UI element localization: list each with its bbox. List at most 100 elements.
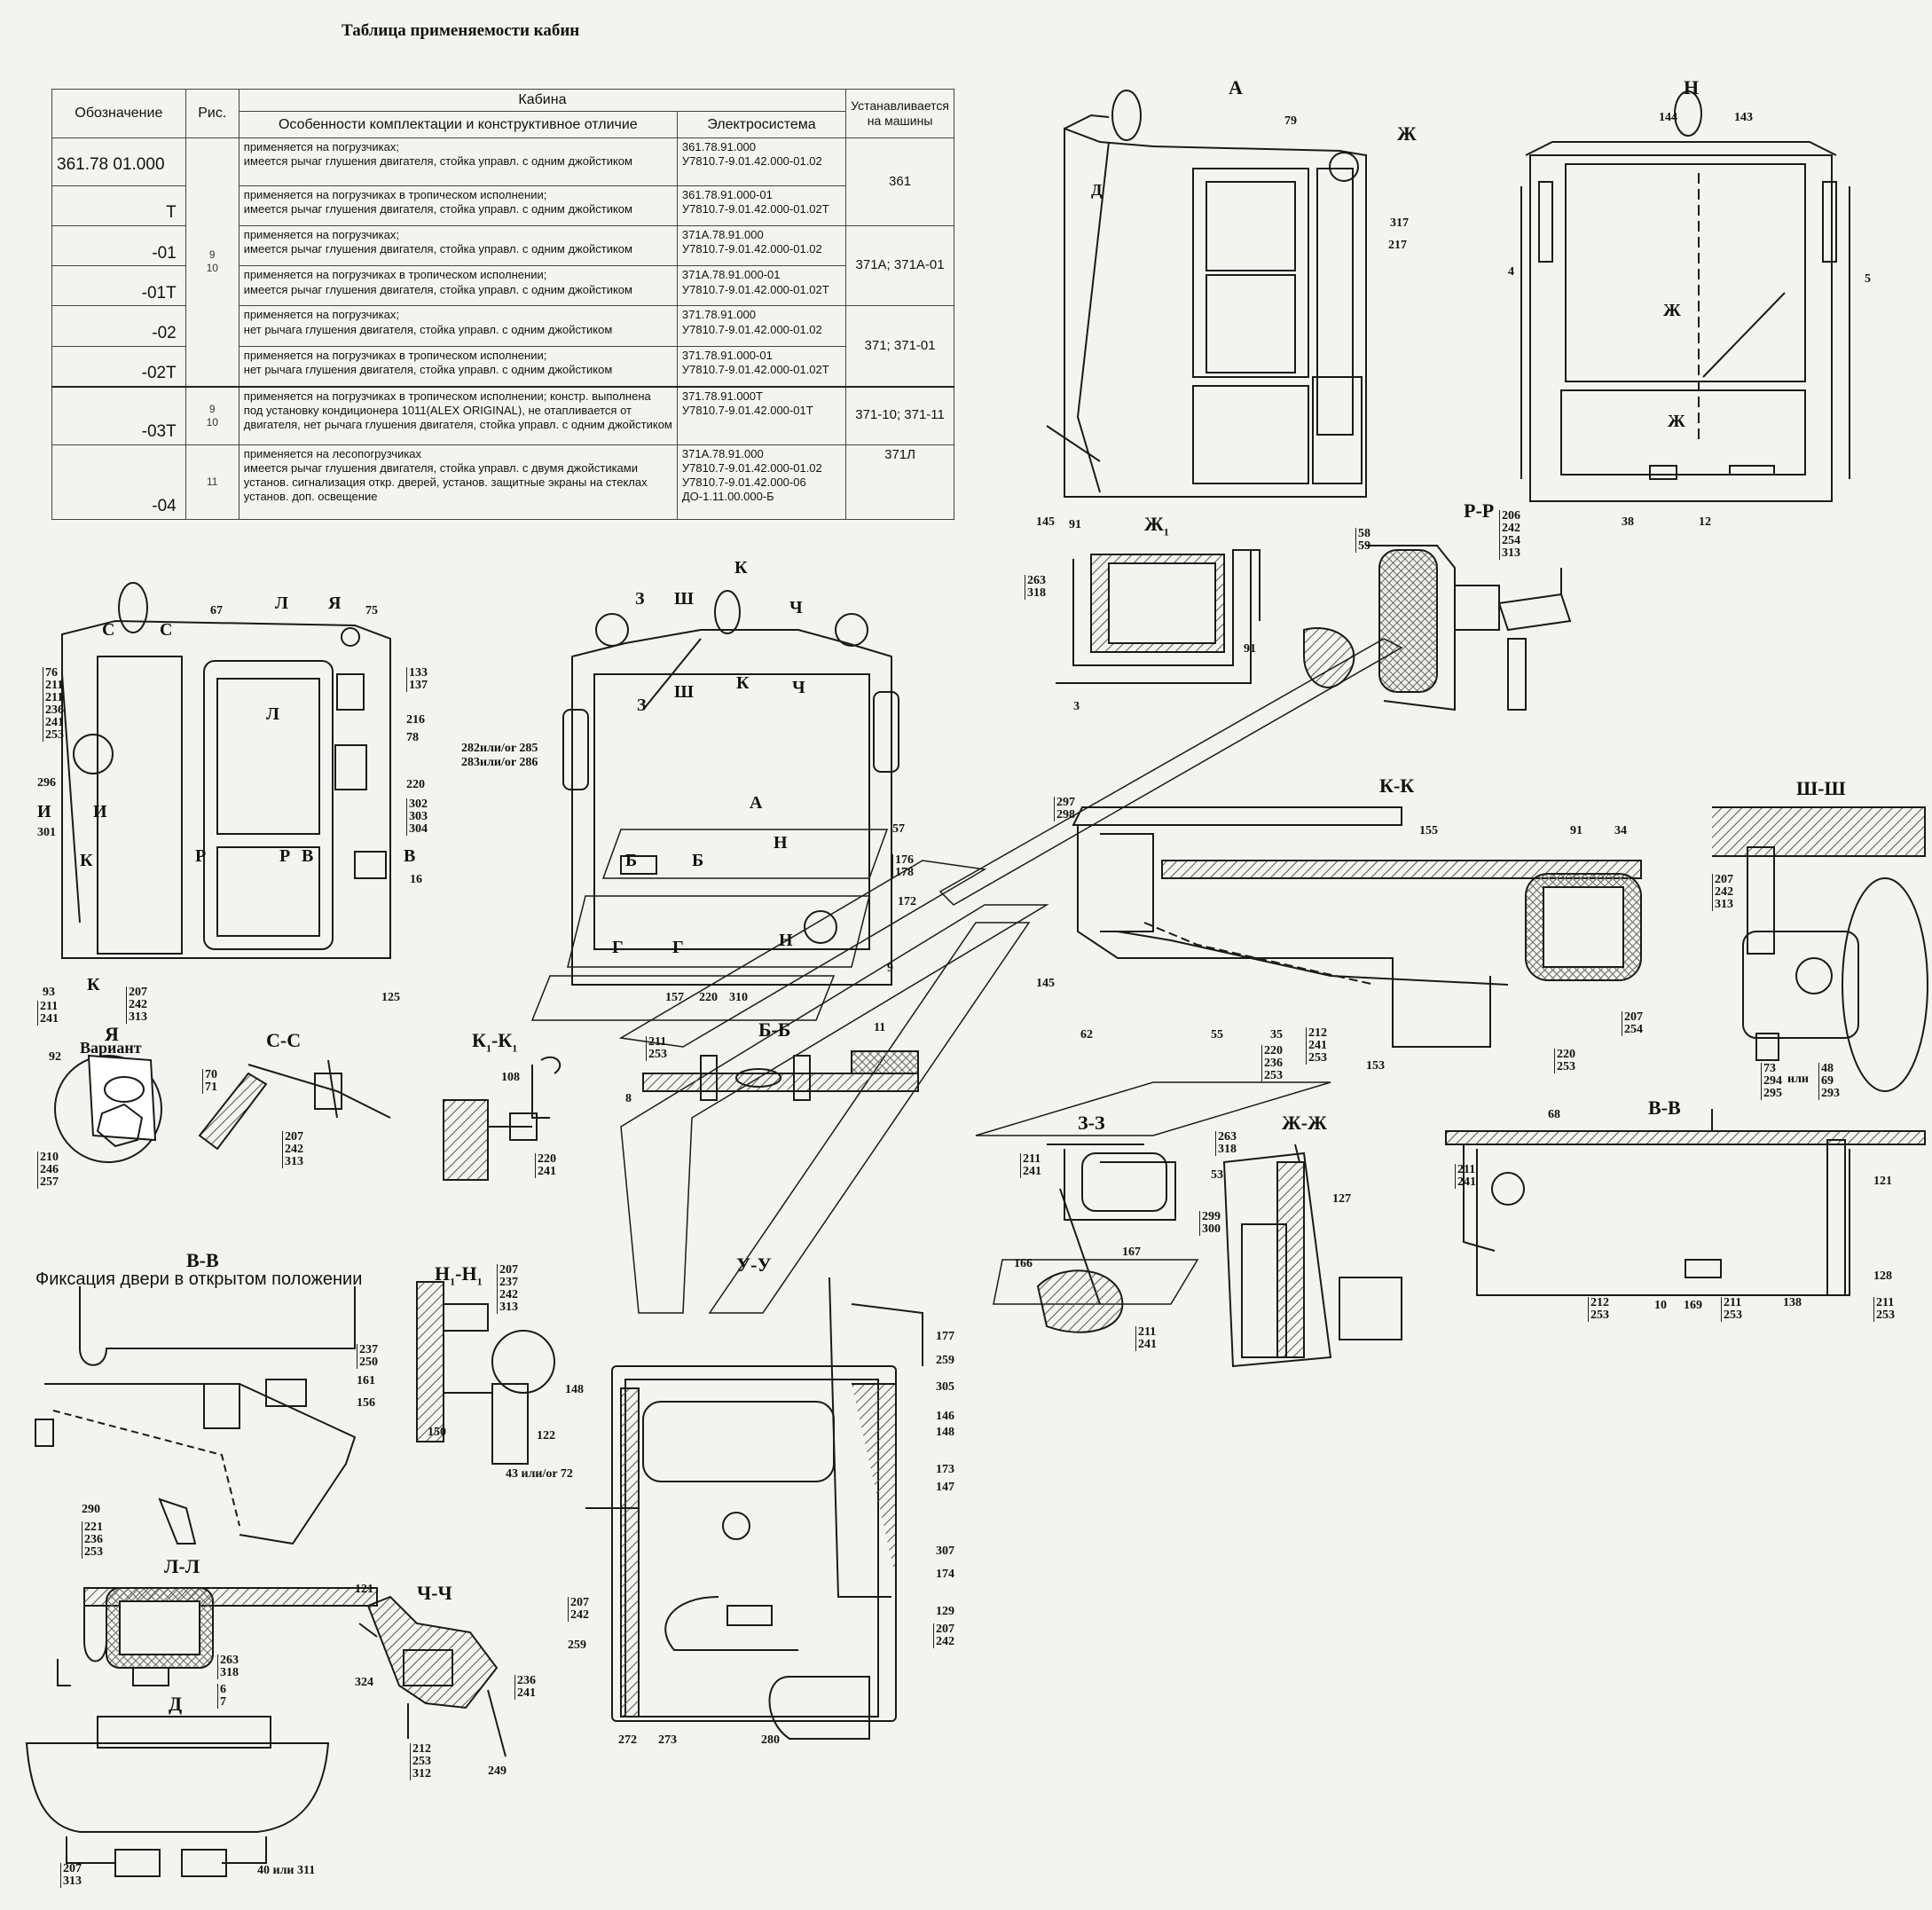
callout: С xyxy=(102,620,115,640)
view-title-ss: С-С xyxy=(266,1029,302,1051)
view-ss-drawing xyxy=(198,1059,391,1151)
rear-view-drawing xyxy=(562,590,899,986)
callout: 16 xyxy=(410,873,422,886)
callout: 57 xyxy=(892,822,905,836)
callout: 75 xyxy=(365,604,378,617)
figure-cell: 9 10 xyxy=(185,385,240,445)
features-cell: применяется на погрузчиках;нет рычага гл… xyxy=(238,305,678,347)
callout: 4 xyxy=(1508,265,1514,279)
view-n-drawing xyxy=(1520,90,1850,502)
callout: 146 xyxy=(936,1410,954,1423)
callout: 53 xyxy=(1211,1168,1223,1182)
callout: 305 xyxy=(936,1380,954,1394)
view-zh1-drawing xyxy=(1056,549,1261,684)
callout: 155 xyxy=(1419,824,1438,837)
page-title: Таблица применяемости кабин xyxy=(342,21,580,40)
view-title-chch: Ч-Ч xyxy=(417,1582,452,1604)
callout: Л xyxy=(266,704,279,724)
callout: 38 xyxy=(1622,515,1634,529)
callout: 173 xyxy=(936,1463,954,1476)
callout: 144 xyxy=(1659,111,1677,124)
callout: 280 xyxy=(761,1733,780,1747)
callout: 220 xyxy=(406,778,425,791)
callout: 92 xyxy=(49,1050,61,1064)
callout: 217 xyxy=(1388,239,1407,252)
callout: З xyxy=(635,589,645,609)
view-vv-left-drawing xyxy=(35,1286,357,1545)
machines-cell: 361 xyxy=(845,138,954,227)
callout: Р xyxy=(195,846,207,866)
callout: 157 xyxy=(665,991,684,1004)
table-row: 361.78 01.000 9 10 применяется на погруз… xyxy=(51,138,954,388)
cutting-plane-lines xyxy=(530,638,1403,1314)
callout: 40 или 311 xyxy=(257,1864,316,1877)
callout: 121 xyxy=(355,1583,373,1596)
callout: Я xyxy=(328,593,342,613)
callout: 259 xyxy=(936,1354,954,1367)
view-k1k1-drawing xyxy=(443,1056,562,1181)
designation-cell: -01 xyxy=(51,225,186,267)
callout: Ж xyxy=(1397,122,1417,145)
callout: И xyxy=(37,802,51,821)
callout: 177 xyxy=(936,1330,954,1343)
callout: К xyxy=(87,975,100,994)
callout: 167 xyxy=(1122,1246,1141,1259)
designation-cell: -02 xyxy=(51,305,186,347)
callout: 12 xyxy=(1699,515,1711,529)
table-row: Т применяется на погрузчиках в тропическ… xyxy=(51,185,954,227)
callout: 296 xyxy=(37,776,56,790)
callout: 307 xyxy=(936,1545,954,1558)
view-kk-drawing xyxy=(1072,806,1642,1048)
view-rr-drawing xyxy=(1303,545,1572,711)
view-title-uu: У-У xyxy=(736,1254,772,1276)
col-figure: Рис. xyxy=(185,88,240,139)
callout: 11 xyxy=(874,1021,886,1034)
callout: 129 xyxy=(936,1605,954,1618)
callout: Н xyxy=(779,931,793,950)
callout: 93 xyxy=(43,986,55,999)
figure-cell: 11 xyxy=(185,444,240,521)
callout: К xyxy=(734,558,748,578)
view-zhzh-drawing xyxy=(1222,1144,1402,1368)
callout: 138 xyxy=(1783,1296,1802,1309)
machines-cell: 371; 371-01 xyxy=(845,305,954,388)
callout: 35 xyxy=(1270,1028,1283,1041)
view-ya-variant: Вариант xyxy=(80,1039,142,1057)
callout: 172 xyxy=(898,895,916,908)
view-title-ya: Я xyxy=(105,1023,119,1045)
callout: С xyxy=(160,620,173,640)
callout: 150 xyxy=(428,1426,446,1439)
callout: Б xyxy=(692,851,704,870)
callout: В xyxy=(302,846,314,866)
callout: 166 xyxy=(1014,1257,1033,1270)
callout: 78 xyxy=(406,731,419,744)
callout: 147 xyxy=(936,1481,954,1494)
col-installed: Устанавливается на машины xyxy=(845,88,954,139)
callout: 128 xyxy=(1873,1269,1892,1283)
features-cell: применяется на погрузчиках;имеется рычаг… xyxy=(238,138,678,186)
designation-cell: -01Т xyxy=(51,265,186,307)
